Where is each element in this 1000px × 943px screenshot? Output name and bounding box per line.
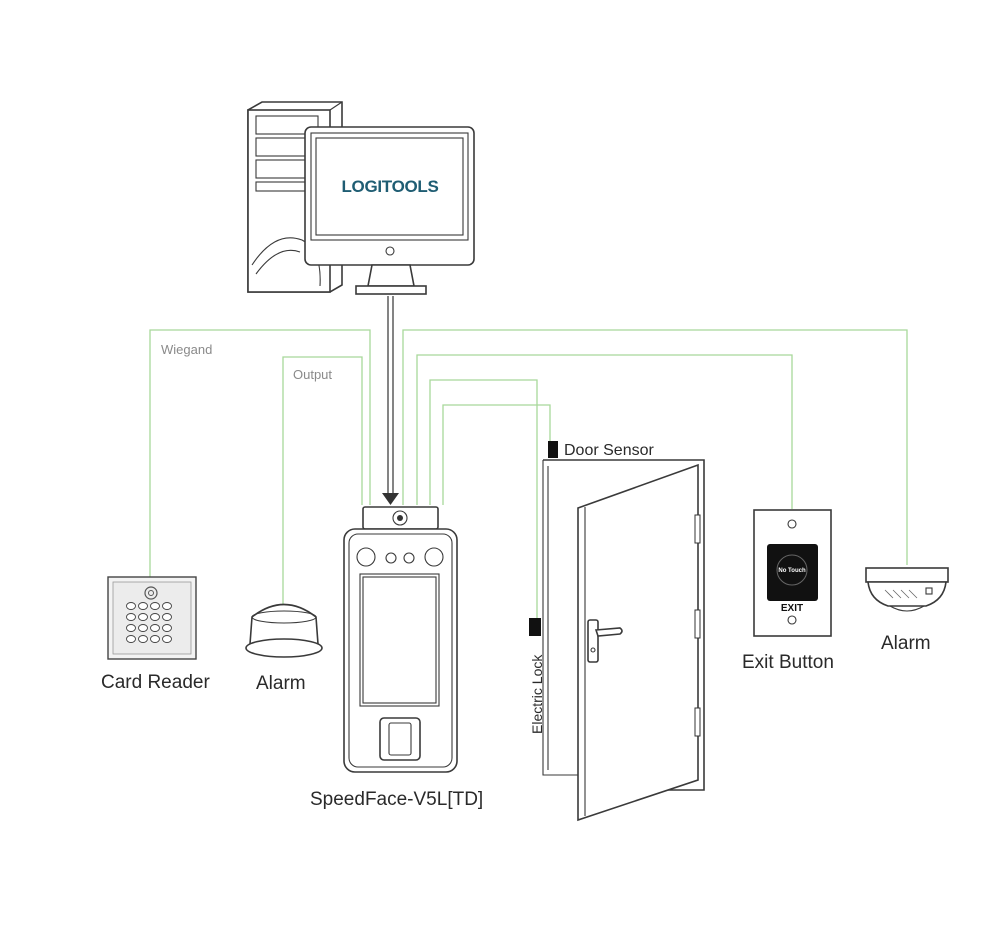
- network-link: [382, 296, 399, 505]
- keypad-key: [162, 613, 172, 621]
- card-reader-label: Card Reader: [101, 672, 210, 693]
- keypad-key: [138, 624, 148, 632]
- output-label: Output: [293, 367, 333, 382]
- exit-button-wire: [416, 354, 793, 509]
- output-wire: [282, 356, 363, 605]
- electric-lock-wire: [429, 379, 538, 618]
- alarm-siren: [245, 603, 323, 658]
- keypad-key: [150, 613, 160, 621]
- keypad-key: [150, 635, 160, 643]
- connection-wires: [149, 329, 908, 618]
- card-reader-keypad: [126, 602, 172, 643]
- electric-lock-label: Electric Lock: [529, 654, 545, 734]
- device-label: SpeedFace-V5L[TD]: [310, 789, 484, 810]
- door-sensor-block: [548, 441, 558, 458]
- electric-lock-block: [529, 618, 541, 636]
- exit-button-label: Exit Button: [742, 652, 834, 673]
- wiegand-label: Wiegand: [161, 342, 213, 357]
- exit-plate-text: EXIT: [781, 603, 803, 614]
- exit-button-device: [753, 509, 832, 637]
- keypad-key: [138, 613, 148, 621]
- pc-monitor: [304, 126, 475, 295]
- keypad-key: [138, 635, 148, 643]
- alarm-right-label: Alarm: [881, 633, 931, 654]
- keypad-key: [162, 635, 172, 643]
- alarm-left-label: Alarm: [256, 673, 306, 694]
- keypad-key: [126, 624, 136, 632]
- keypad-key: [138, 602, 148, 610]
- keypad-key: [126, 635, 136, 643]
- speedface-device: [343, 506, 458, 773]
- wiegand-wire: [149, 329, 371, 577]
- door-sensor-wire: [442, 404, 551, 505]
- keypad-key: [162, 602, 172, 610]
- keypad-key: [150, 602, 160, 610]
- alarm-right-wire: [402, 329, 908, 565]
- keypad-key: [150, 624, 160, 632]
- logo-text: LOGITOOLS: [341, 177, 438, 196]
- keypad-key: [126, 613, 136, 621]
- no-touch-text: No Touch: [778, 568, 806, 574]
- keypad-key: [162, 624, 172, 632]
- alarm-smoke-detector: [865, 567, 949, 612]
- keypad-key: [126, 602, 136, 610]
- door: [529, 441, 705, 822]
- door-sensor-label: Door Sensor: [564, 442, 654, 459]
